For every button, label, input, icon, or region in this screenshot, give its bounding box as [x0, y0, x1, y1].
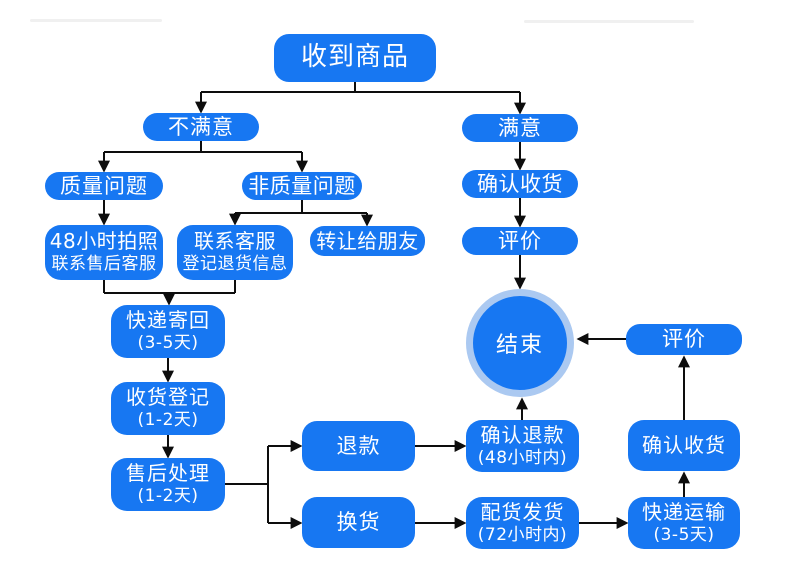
node-confirm-refund: 确认退款 (48小时内) — [466, 420, 579, 472]
node-exchange: 换货 — [302, 497, 415, 548]
node-refund: 退款 — [302, 421, 415, 471]
node-48h-photo-contact: 48小时拍照 联系售后客服 — [45, 225, 163, 280]
node-received-goods: 收到商品 — [274, 34, 436, 82]
node-receipt-register: 收货登记 (1-2天) — [111, 382, 225, 435]
watermark-smudge-right — [524, 20, 694, 23]
watermark-smudge-left — [30, 19, 162, 22]
node-transfer-to-friend: 转让给朋友 — [310, 226, 425, 256]
node-dispatch-ship: 配货发货 (72小时内) — [466, 497, 579, 549]
connector-merge-return — [103, 280, 236, 294]
node-quality-issue: 质量问题 — [45, 172, 163, 200]
connector-receive-split — [201, 81, 520, 93]
node-evaluate-main: 评价 — [462, 227, 578, 255]
node-non-quality-issue: 非质量问题 — [242, 172, 362, 200]
connector-aftersale-split — [225, 446, 269, 523]
node-satisfied: 满意 — [462, 114, 578, 142]
node-end: 结束 — [466, 289, 574, 397]
connector-nonquality-split — [235, 200, 367, 214]
connector-unsatisfied-split — [104, 141, 302, 153]
node-contact-customer-service: 联系客服 登记退货信息 — [177, 225, 293, 280]
node-confirm-receipt-right: 确认收货 — [628, 420, 740, 471]
node-unsatisfied: 不满意 — [143, 113, 259, 141]
node-evaluate-right: 评价 — [626, 324, 742, 355]
node-aftersale-process: 售后处理 (1-2天) — [111, 458, 225, 511]
node-courier-return: 快递寄回 (3-5天) — [111, 305, 225, 358]
node-confirm-receipt-main: 确认收货 — [462, 170, 578, 198]
node-courier-transport: 快递运输 (3-5天) — [628, 497, 740, 549]
